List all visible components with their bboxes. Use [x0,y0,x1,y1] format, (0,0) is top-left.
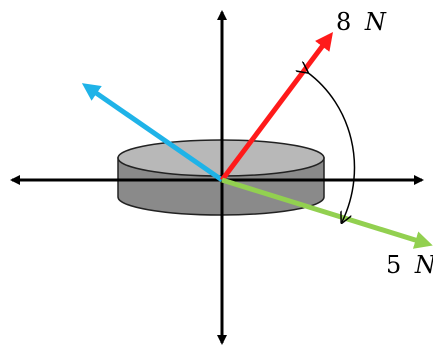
green-force-label: 5 N [386,251,433,279]
red-force-magnitude: 8 [336,8,351,36]
green-force-unit: N [414,251,433,279]
red-force-unit: N [364,8,387,36]
red-force-vector [220,32,333,182]
blue-force-vector [81,83,224,183]
angle-arc [307,72,356,222]
green-force-magnitude: 5 [386,251,401,279]
force-labels: 8 N 5 N [336,8,433,279]
red-force-label: 8 N [336,8,387,36]
